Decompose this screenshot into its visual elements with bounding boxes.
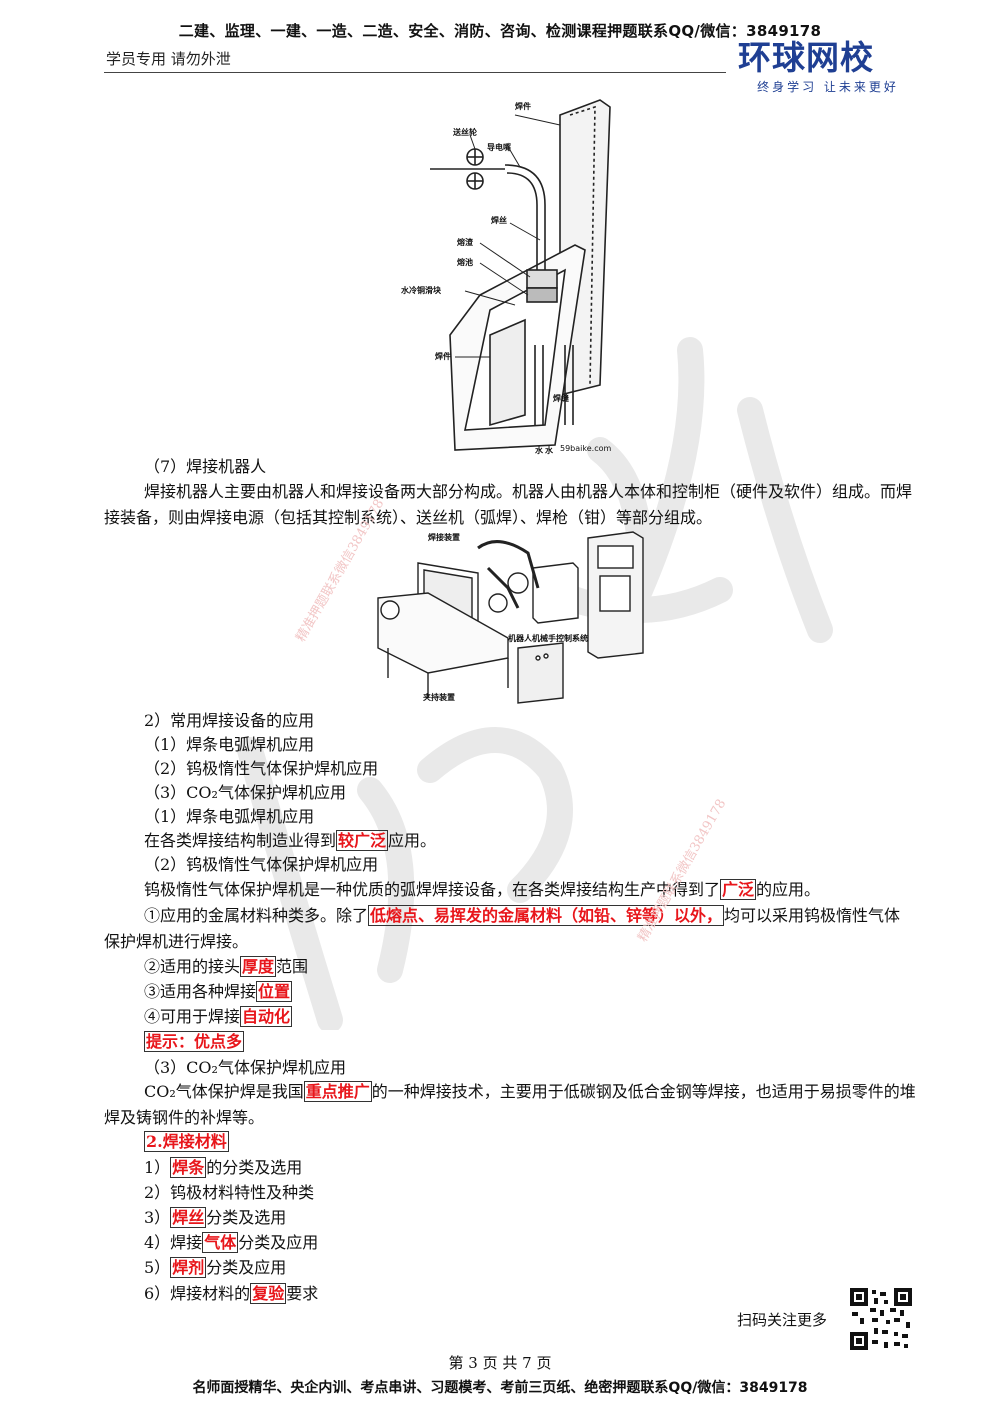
tig-point-1: ①应用的金属材料种类多。除了低熔点、易挥发的金属材料（如铅、锌等）以外，均可以采… <box>104 905 901 951</box>
label-pool: 熔池 <box>457 257 473 267</box>
label-water-right: 水 <box>544 445 554 455</box>
highlight-wire: 焊丝 <box>170 1207 207 1228</box>
highlight-flux: 焊剂 <box>170 1257 207 1278</box>
label-control-system: 机器人机械手控制系统 <box>508 633 588 643</box>
highlight-electrode: 焊条 <box>170 1157 207 1178</box>
tig-point-4: ④可用于焊接自动化 <box>144 1006 293 1027</box>
co2-heading: （3）CO₂气体保护焊机应用 <box>144 1058 346 1077</box>
tig-point-3: ③适用各种焊接位置 <box>144 981 293 1002</box>
label-copper-shoe: 水冷铜滑块 <box>400 285 442 295</box>
highlight-low-melting-metals: 低熔点、易挥发的金属材料（如铅、锌等）以外， <box>368 905 725 926</box>
highlight-automation: 自动化 <box>240 1006 293 1027</box>
materials-heading-line: 2.焊接材料 <box>144 1131 229 1153</box>
logo-slogan: 终身学习 让未来更好 <box>757 80 899 94</box>
app-item-1: （1）焊条电弧焊机应用 <box>144 735 315 754</box>
confidential-notice: 学员专用 请勿外泄 <box>106 50 231 68</box>
highlight-relatively-wide: 较广泛 <box>336 830 389 851</box>
highlight-widely: 广泛 <box>720 879 757 900</box>
highlight-recheck: 复验 <box>250 1283 287 1304</box>
highlight-key-promotion: 重点推广 <box>303 1081 372 1102</box>
bottom-banner: 名师面授精华、央企内训、考点串讲、习题模考、考前三页纸、绝密押题联系QQ/微信：… <box>192 1380 808 1396</box>
welding-robot-figure: 焊接装置 机器人机械手控制系统 夹持装置 <box>377 531 644 704</box>
label-wire: 焊丝 <box>491 215 507 225</box>
label-workpiece-top: 焊件 <box>515 101 531 111</box>
app-item-2: （2）钨极惰性气体保护焊机应用 <box>144 759 379 778</box>
label-wire-feed-wheel: 送丝轮 <box>452 127 477 137</box>
label-water-left: 水 <box>534 445 544 455</box>
scan-prompt: 扫码关注更多 <box>737 1311 828 1329</box>
top-banner: 二建、监理、一建、一造、二造、安全、消防、咨询、检测课程押题联系QQ/微信：38… <box>178 22 822 40</box>
highlight-thickness: 厚度 <box>240 956 277 977</box>
robot-heading: （7）焊接机器人 <box>144 457 267 476</box>
material-item-3: 3）焊丝分类及选用 <box>144 1207 287 1228</box>
material-item-5: 5）焊剂分类及应用 <box>144 1257 287 1278</box>
app-item-4: （1）焊条电弧焊机应用 <box>144 807 315 826</box>
material-item-2: 2）钨极材料特性及种类 <box>144 1183 315 1202</box>
highlight-gas: 气体 <box>202 1232 239 1253</box>
robot-paragraph: 焊接机器人主要由机器人和焊接设备两大部分构成。机器人由机器人本体和控制柜（硬件及… <box>104 482 913 527</box>
material-item-6: 6）焊接材料的复验要求 <box>144 1283 319 1304</box>
label-welding-device: 焊接装置 <box>428 532 460 542</box>
label-site: 59baike.com <box>560 444 611 453</box>
material-item-1: 1）焊条的分类及选用 <box>144 1157 303 1178</box>
label-workpiece-bottom: 焊件 <box>435 351 451 361</box>
co2-paragraph: CO₂气体保护焊是我国重点推广的一种焊接技术，主要用于低碳钢及低合金钢等焊接，也… <box>104 1081 916 1127</box>
logo-text: 环球网校 <box>738 38 874 77</box>
electroslag-welding-figure: 焊件 送丝轮 导电嘴 焊丝 熔渣 熔池 水冷铜滑块 焊件 焊缝 水 水 59ba… <box>400 99 611 455</box>
header-divider <box>104 72 726 73</box>
page-number: 第 3 页 共 7 页 <box>448 1354 552 1372</box>
materials-heading: 2.焊接材料 <box>144 1131 229 1152</box>
label-clamping-device: 夹持装置 <box>423 692 455 702</box>
app-heading: 2）常用焊接设备的应用 <box>144 711 315 730</box>
tig-intro-line: 钨极惰性气体保护焊机是一种优质的弧焊焊接设备，在各类焊接结构生产中得到了广泛的应… <box>144 879 821 900</box>
label-contact-tip: 导电嘴 <box>487 142 511 152</box>
tig-heading: （2）钨极惰性气体保护焊机应用 <box>144 855 379 874</box>
app-item-3: （3）CO₂气体保护焊机应用 <box>144 783 346 802</box>
highlight-position: 位置 <box>256 981 293 1002</box>
qr-code-icon[interactable] <box>850 1288 912 1350</box>
tig-point-2: ②适用的接头厚度范围 <box>144 956 309 977</box>
brand-logo: 环球网校 终身学习 让未来更好 <box>738 40 918 95</box>
label-seam: 焊缝 <box>553 393 569 403</box>
arc-application-line: 在各类焊接结构制造业得到较广泛应用。 <box>144 830 437 851</box>
tip-line: 提示：优点多 <box>144 1031 245 1053</box>
material-item-4: 4）焊接气体分类及应用 <box>144 1232 319 1253</box>
highlight-tip: 提示：优点多 <box>144 1031 245 1052</box>
label-slag: 熔渣 <box>457 237 474 247</box>
